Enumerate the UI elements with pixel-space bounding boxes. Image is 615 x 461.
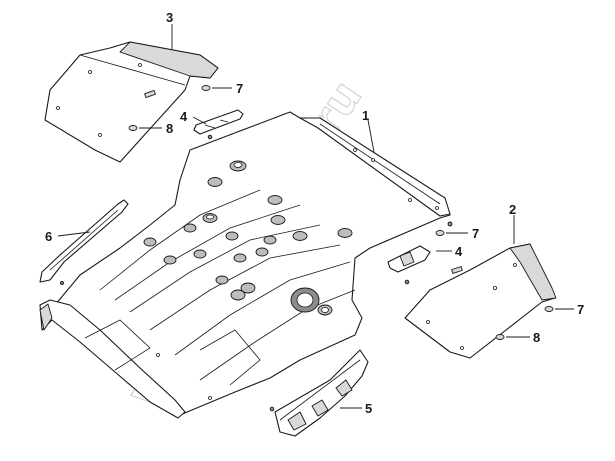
washer-7-top	[201, 85, 211, 91]
leader-lines	[57, 24, 574, 409]
callout-8-top: 8	[166, 121, 173, 136]
callout-5: 5	[365, 401, 372, 416]
washer-8-right	[495, 334, 505, 340]
part-2-right-cover	[404, 243, 557, 359]
callout-3: 3	[166, 10, 173, 25]
callout-2: 2	[509, 202, 516, 217]
part-4-bracket-lower	[387, 245, 431, 285]
callout-4-top: 4	[180, 109, 188, 124]
part-5-skid-bracket	[269, 349, 369, 437]
callout-4-middle: 4	[455, 244, 463, 259]
callout-7-right: 7	[577, 302, 584, 317]
callout-8-right: 8	[533, 330, 540, 345]
washer-7-right	[544, 306, 554, 312]
washer-8-top	[128, 125, 138, 131]
callout-6: 6	[45, 229, 52, 244]
washer-7-middle	[435, 230, 445, 236]
callout-7-middle: 7	[472, 226, 479, 241]
part-6-left-rail	[39, 199, 129, 285]
part-1-main-fender	[39, 111, 453, 419]
part-4-bracket-upper	[193, 109, 244, 140]
callout-1: 1	[362, 108, 369, 123]
callout-7-top: 7	[236, 81, 243, 96]
part-3-left-cover	[44, 41, 219, 163]
